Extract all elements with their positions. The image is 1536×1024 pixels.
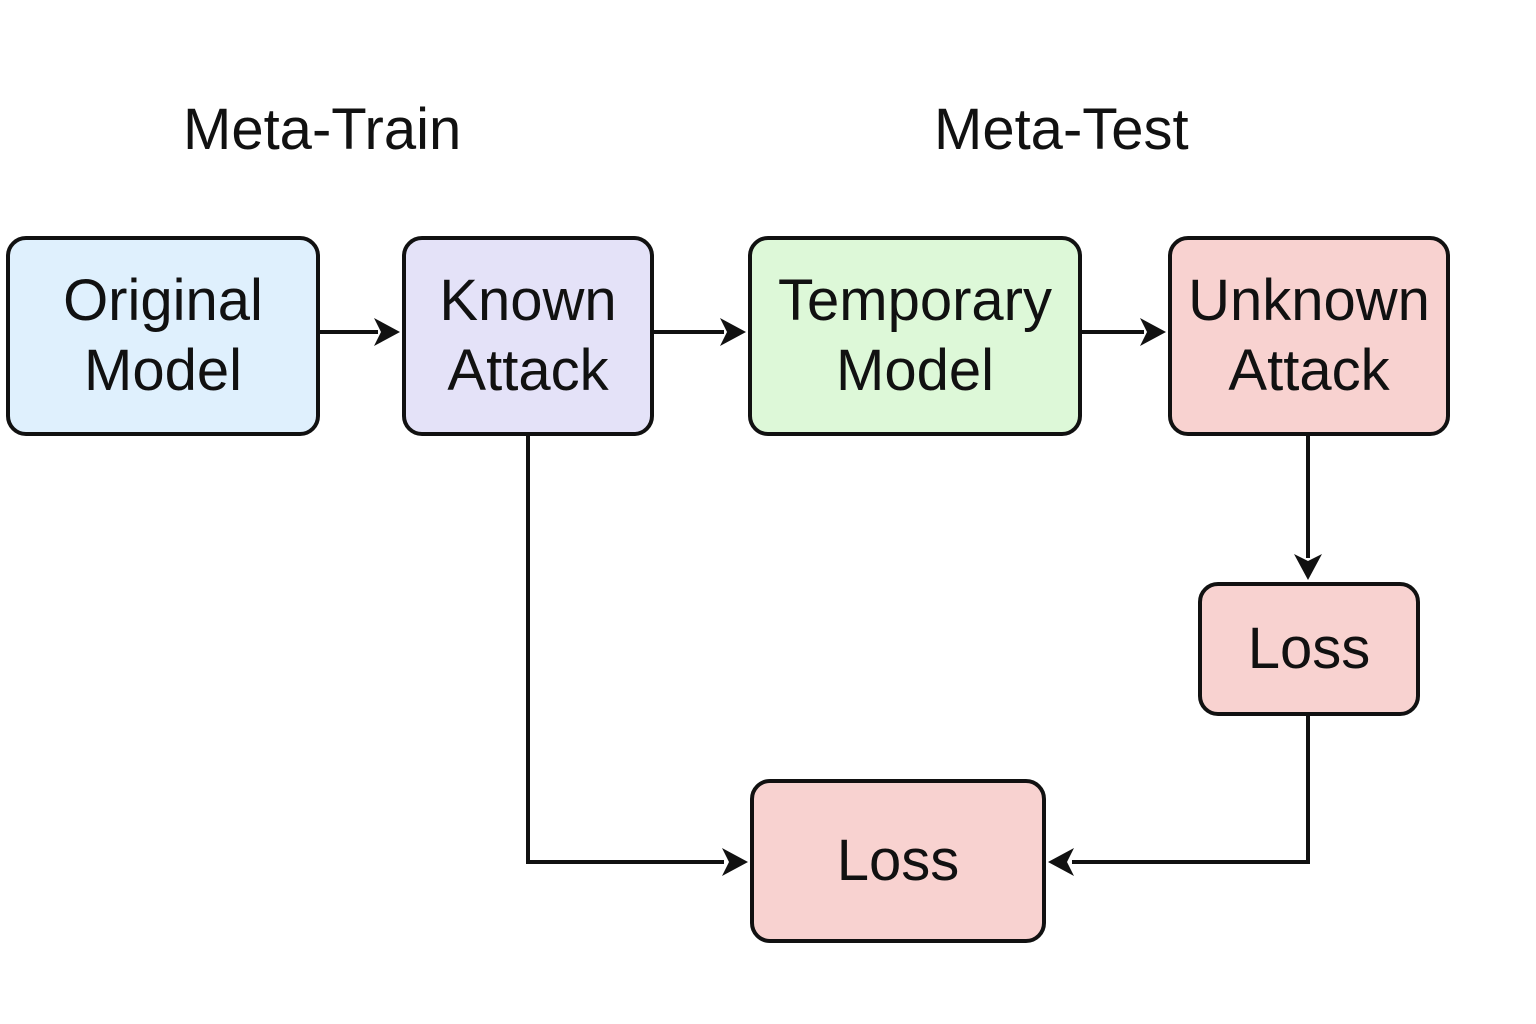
- loss-right-label: Loss: [1247, 616, 1371, 681]
- original-model-node: Original Model: [6, 236, 320, 436]
- meta-test-label: Meta-Test: [934, 97, 1189, 162]
- edge-known-to-temporary: [654, 318, 746, 346]
- edge-temporary-to-unknown: [1082, 318, 1166, 346]
- unknown-attack-node: Unknown Attack: [1168, 236, 1450, 436]
- loss-node-bottom: Loss: [750, 779, 1046, 943]
- original-model-label-line1: Original: [63, 268, 263, 333]
- edge-unknown-to-loss-right: [1294, 436, 1322, 580]
- temporary-model-node: Temporary Model: [748, 236, 1082, 436]
- known-attack-node: Known Attack: [402, 236, 654, 436]
- edge-original-to-known: [320, 318, 400, 346]
- known-attack-label-line1: Known: [439, 268, 617, 333]
- temporary-model-label-line1: Temporary: [778, 268, 1052, 333]
- original-model-label-line2: Model: [84, 338, 242, 403]
- loss-bottom-label: Loss: [836, 828, 960, 893]
- unknown-attack-label-line1: Unknown: [1188, 268, 1430, 333]
- known-attack-label-line2: Attack: [447, 338, 609, 403]
- temporary-model-label-line2: Model: [836, 338, 994, 403]
- edge-loss-right-to-loss-bottom: [1048, 716, 1310, 876]
- edge-known-to-loss-bottom: [526, 436, 748, 876]
- meta-train-label: Meta-Train: [183, 97, 462, 162]
- loss-node-right: Loss: [1198, 582, 1420, 716]
- unknown-attack-label-line2: Attack: [1228, 338, 1390, 403]
